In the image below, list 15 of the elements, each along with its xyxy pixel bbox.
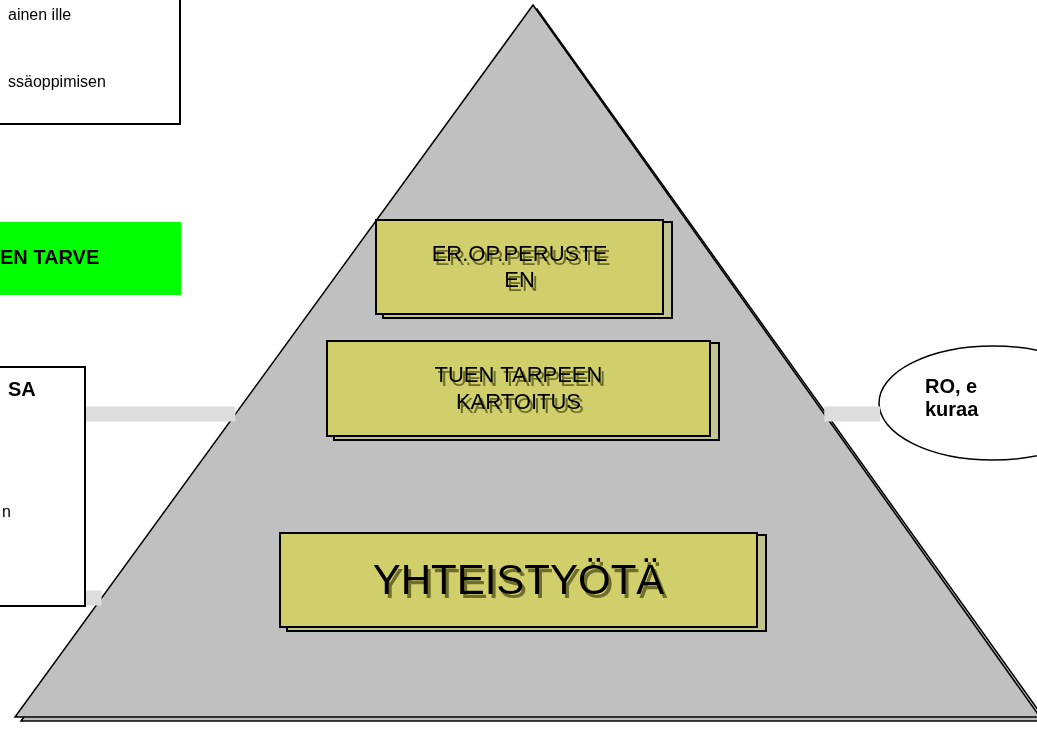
level-label: YHTEISTYÖTÄ [372, 554, 665, 605]
connector-band [86, 406, 236, 422]
level-label: TUEN TARPEEN KARTOITUS [433, 362, 604, 415]
note-text: ainen ille [8, 5, 73, 25]
highlight-box [0, 222, 181, 295]
bubble-text: RO, e kuraa [925, 375, 980, 421]
note-text: n [2, 503, 11, 522]
connector-band [824, 406, 881, 422]
heading-text: SA [8, 378, 36, 401]
note-box [0, 366, 86, 607]
note-box [0, 0, 181, 125]
heading-text: EN TARVE [0, 246, 100, 269]
connector-band [86, 590, 102, 606]
note-text: ssäoppimisen [8, 73, 106, 92]
level-label: ER.OP.PERUSTE EN [430, 240, 609, 294]
